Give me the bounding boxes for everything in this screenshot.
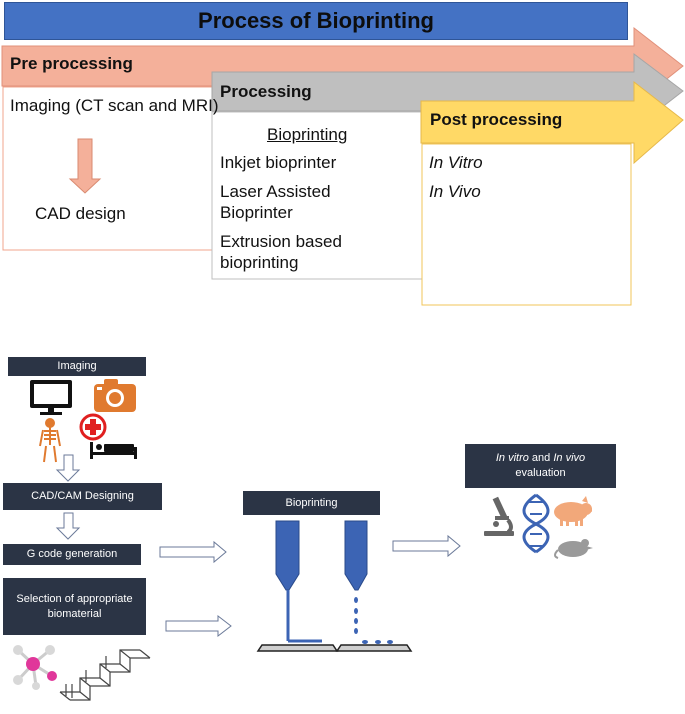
scaffold-icon — [59, 649, 151, 701]
dna-icon — [522, 493, 550, 554]
processing-item-extrusion: Extrusion based bioprinting — [220, 232, 342, 272]
down-arrow-icon — [55, 454, 81, 482]
post-item-in-vitro: In Vitro — [429, 153, 483, 172]
pig-icon — [554, 496, 592, 526]
cad-cam-label: CAD/CAM Designing — [3, 483, 162, 510]
medical-cross-icon — [79, 413, 107, 441]
right-arrow-icon — [392, 534, 461, 558]
processing-box — [211, 111, 425, 280]
imaging-label: Imaging — [8, 357, 146, 376]
monitor-icon — [30, 380, 72, 415]
processing-subheading: Bioprinting — [267, 125, 348, 144]
down-arrow-icon — [68, 138, 102, 194]
processing-label: Processing — [220, 82, 312, 101]
bioprinting-label: Bioprinting — [243, 491, 380, 515]
camera-icon — [94, 379, 136, 412]
microscope-icon — [484, 496, 514, 536]
evaluation-in-vivo: In vivo — [553, 452, 586, 464]
extrusion-nozzle-icon — [275, 520, 322, 643]
mouse-icon — [554, 539, 593, 559]
evaluation-in-vitro: In vitro — [495, 452, 529, 464]
down-arrow-icon — [55, 512, 81, 540]
post-processing-box — [421, 143, 632, 306]
right-arrow-icon — [159, 540, 227, 564]
post-processing-label: Post processing — [430, 110, 563, 129]
processing-item-laser: Laser Assisted Bioprinter — [220, 182, 331, 222]
pre-item-imaging: Imaging (CT scan and MRI) — [10, 96, 219, 115]
right-arrow-icon — [165, 614, 232, 638]
molecule-icon — [13, 645, 57, 690]
pre-item-cad: CAD design — [35, 204, 126, 223]
patient-bed-icon — [90, 442, 137, 459]
evaluation-line-1: In vitro and In vivo — [496, 451, 585, 466]
post-item-in-vivo: In Vivo — [429, 182, 481, 201]
processing-item-inkjet: Inkjet bioprinter — [220, 153, 337, 172]
pre-processing-label: Pre processing — [10, 54, 133, 73]
skeleton-icon — [39, 418, 61, 463]
biomaterial-label: Selection of appropriate biomaterial — [3, 578, 146, 635]
evaluation-and: and — [528, 452, 554, 464]
evaluation-line-2: evaluation — [515, 467, 566, 479]
gcode-label: G code generation — [3, 544, 141, 565]
post-processing-arrow — [420, 80, 684, 165]
print-bed-right — [335, 644, 413, 652]
droplet-nozzle-icon — [344, 520, 393, 644]
pre-processing-box — [2, 86, 226, 251]
diagram-title: Process of Bioprinting — [4, 2, 628, 40]
evaluation-label: In vitro and In vivo evaluation — [465, 444, 616, 488]
